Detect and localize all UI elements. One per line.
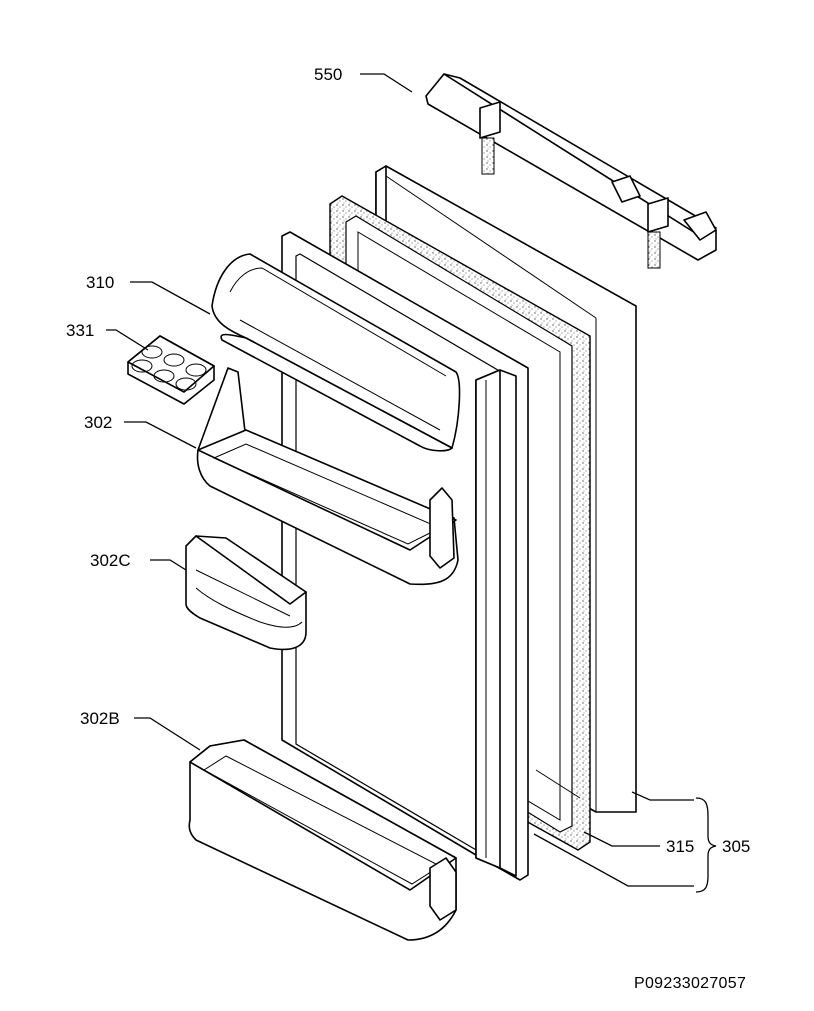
door-shelf-bottle: [188, 739, 457, 941]
label-302: 302: [84, 413, 112, 432]
label-315: 315: [666, 837, 694, 856]
door-shelf-top: [196, 367, 459, 586]
leader-lines: [106, 73, 717, 893]
top-hinge-bar: [425, 73, 717, 269]
egg-tray: [127, 335, 215, 405]
label-305: 305: [722, 837, 750, 856]
door-bin-small: [185, 535, 307, 651]
label-302c: 302C: [90, 551, 131, 570]
label-331: 331: [66, 321, 94, 340]
label-550: 550: [314, 65, 342, 84]
drawing-code: P09233027057: [634, 975, 746, 992]
butter-compartment-lid: [211, 253, 461, 452]
label-310: 310: [86, 273, 114, 292]
label-302b: 302B: [80, 709, 120, 728]
